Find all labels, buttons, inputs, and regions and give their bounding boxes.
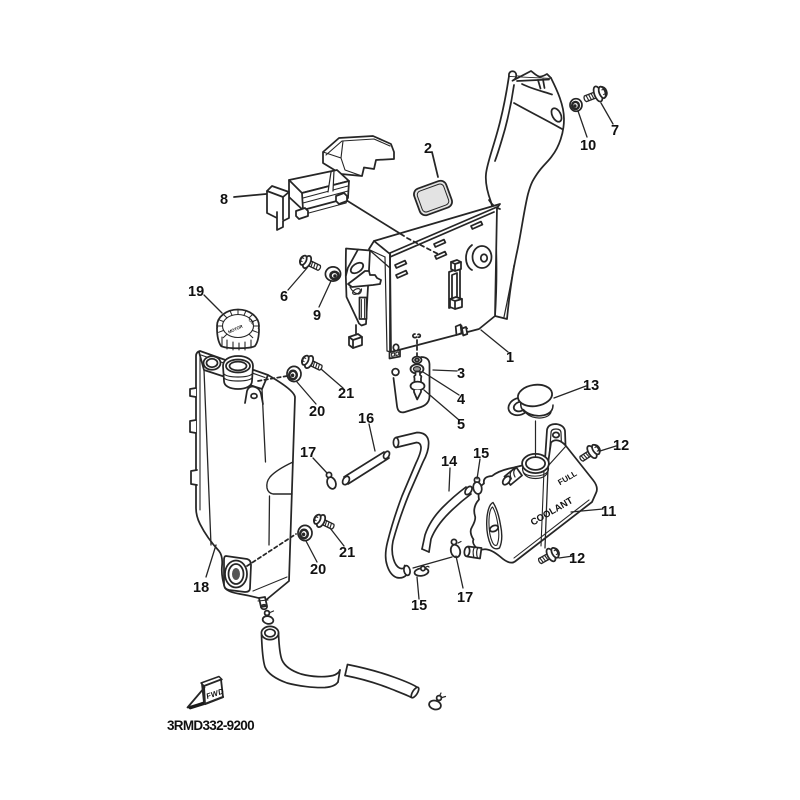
svg-text:6: 6: [280, 289, 288, 305]
svg-text:18: 18: [193, 580, 209, 596]
svg-text:7: 7: [611, 123, 619, 139]
svg-text:15: 15: [411, 598, 427, 614]
svg-text:4: 4: [457, 392, 465, 408]
svg-text:9: 9: [313, 308, 321, 324]
svg-text:1: 1: [506, 350, 514, 366]
svg-text:21: 21: [338, 386, 354, 402]
svg-text:MOTOR: MOTOR: [227, 324, 243, 335]
svg-text:17: 17: [300, 445, 316, 461]
svg-text:12: 12: [569, 551, 585, 567]
svg-text:20: 20: [309, 404, 325, 420]
svg-text:20: 20: [310, 562, 326, 578]
svg-text:OIL: OIL: [247, 317, 256, 326]
svg-text:15: 15: [473, 446, 489, 462]
svg-text:11: 11: [601, 504, 616, 520]
svg-text:3RMD332-9200: 3RMD332-9200: [167, 718, 254, 733]
svg-text:19: 19: [188, 284, 204, 300]
svg-text:12: 12: [613, 438, 629, 454]
svg-text:13: 13: [583, 378, 599, 394]
svg-text:21: 21: [339, 545, 355, 561]
svg-text:3: 3: [457, 366, 465, 382]
svg-text:17: 17: [457, 590, 473, 606]
svg-text:2: 2: [424, 141, 432, 157]
svg-text:14: 14: [441, 454, 457, 470]
svg-text:5: 5: [457, 417, 465, 433]
svg-text:8: 8: [220, 192, 228, 208]
svg-text:16: 16: [358, 411, 374, 427]
svg-text:10: 10: [580, 138, 596, 154]
